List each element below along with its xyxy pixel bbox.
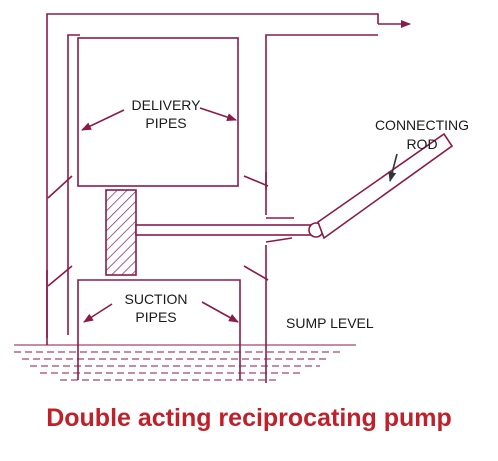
valve-mark-6	[265, 237, 293, 243]
valve-mark-2	[47, 265, 73, 287]
connecting-rod	[317, 132, 454, 240]
piston	[105, 189, 137, 276]
suction-label-line1: SUCTION	[125, 291, 188, 307]
suction-label-line2: PIPES	[135, 309, 176, 325]
delivery-right-wall	[265, 34, 378, 190]
suction-left-arrow	[83, 303, 113, 323]
delivery-pipe-box	[77, 37, 239, 187]
valve-mark-4	[243, 265, 269, 281]
pump-structure	[46, 13, 379, 383]
diagram-title: Double acting reciprocating pump	[46, 404, 452, 432]
sump-water	[14, 344, 356, 381]
sump-level-label: SUMP LEVEL	[286, 315, 374, 331]
connecting-rod-label-line2: ROD	[406, 136, 437, 152]
delivery-top-line	[67, 34, 80, 335]
connecting-rod-arrow	[388, 153, 398, 182]
valve-mark-3	[243, 175, 269, 187]
delivery-right-arrow	[199, 107, 237, 121]
connecting-rod-label-line1: CONNECTING	[375, 117, 469, 133]
suction-pipe-box	[77, 279, 241, 380]
delivery-left-arrow	[81, 109, 125, 131]
delivery-outer-wall	[46, 13, 379, 338]
piston-rod	[135, 224, 317, 236]
valve-mark-1	[47, 175, 73, 199]
delivery-label-line2: PIPES	[145, 115, 186, 131]
suction-right-arrow	[201, 301, 239, 323]
delivery-label-line1: DELIVERY	[132, 97, 202, 113]
